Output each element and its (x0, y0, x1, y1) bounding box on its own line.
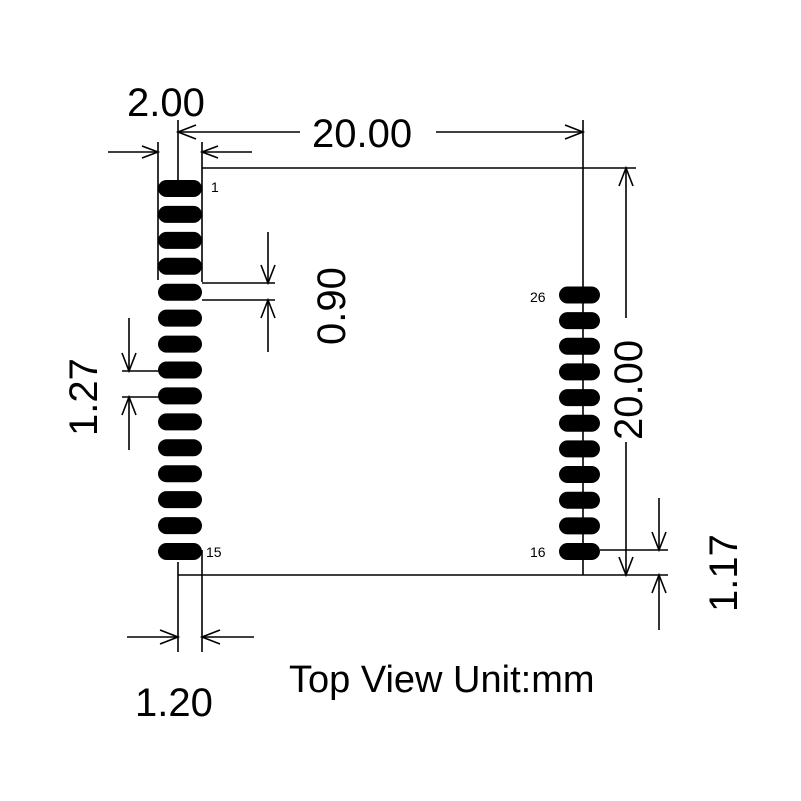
right-pad-column (559, 286, 600, 560)
dimension-label-0-90: 0.90 (310, 267, 354, 345)
dimension-20-00-width: 20.00 (175, 112, 586, 156)
left-pad (158, 387, 202, 405)
left-pad (158, 413, 202, 431)
pin-label-26: 26 (530, 289, 546, 305)
left-pad (158, 491, 202, 509)
left-pad (158, 543, 202, 560)
left-pad (158, 231, 202, 249)
left-pad (158, 361, 202, 379)
pin-label-1: 1 (211, 179, 219, 195)
dimension-label-1-17: 1.17 (702, 534, 746, 612)
dimension-label-1-27: 1.27 (62, 358, 106, 436)
left-pad (158, 439, 202, 457)
dimension-label-2-00: 2.00 (127, 81, 205, 125)
dimension-0-90: 0.90 (202, 232, 354, 352)
dimension-label-height: 20.00 (607, 340, 651, 440)
left-pad (158, 465, 202, 483)
dimension-20-00-height: 20.00 (607, 165, 651, 578)
left-pad-column (158, 180, 202, 560)
pin-label-16: 16 (530, 544, 546, 560)
left-pad (158, 517, 202, 535)
dimension-label-width: 20.00 (312, 112, 412, 156)
right-pad (559, 363, 600, 381)
right-pad (559, 414, 600, 432)
left-pad (158, 283, 202, 301)
right-pad (559, 440, 600, 458)
right-pad (559, 286, 600, 304)
right-pad (559, 389, 600, 407)
right-pad (559, 466, 600, 483)
right-pad (559, 491, 600, 509)
right-pad (559, 337, 600, 355)
dimension-1-27: 1.27 (62, 318, 160, 450)
dimension-1-20: 1.20 (127, 550, 254, 725)
dimension-label-1-20: 1.20 (135, 681, 213, 725)
left-pad (158, 205, 202, 223)
view-caption: Top View Unit:mm (289, 659, 595, 701)
left-pad (158, 257, 202, 275)
pin-label-15: 15 (206, 544, 222, 560)
left-pad (158, 180, 202, 197)
right-pad (559, 312, 600, 330)
dimension-1-17: 1.17 (600, 498, 746, 630)
dimension-2-00: 2.00 (108, 81, 252, 280)
right-pad (559, 517, 600, 535)
left-pad (158, 335, 202, 353)
left-pad (158, 309, 202, 327)
right-pad (559, 543, 600, 560)
